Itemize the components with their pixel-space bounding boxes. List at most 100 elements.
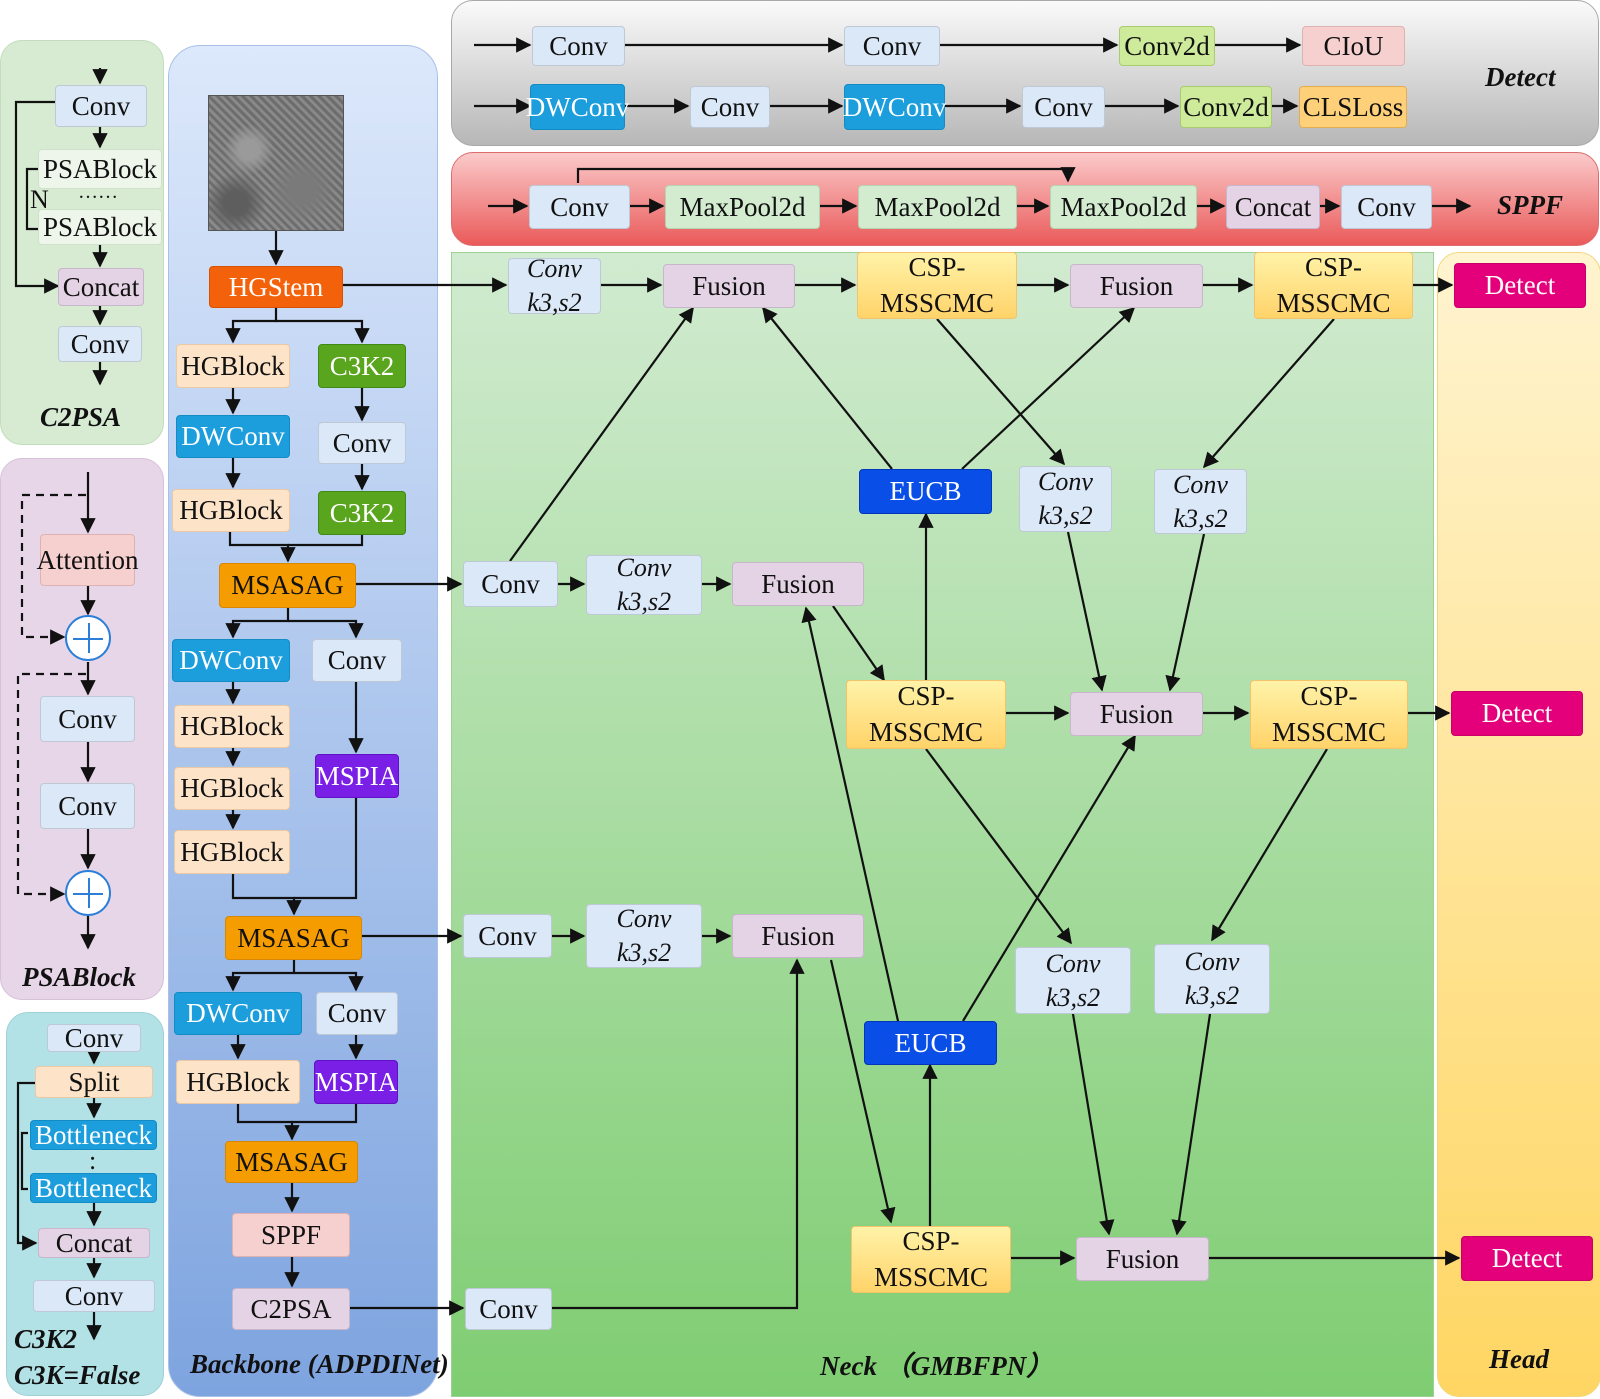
c3k2-concat: Concat [38, 1228, 150, 1258]
neck-fusion-6: Fusion [1076, 1237, 1209, 1281]
backbone-mspia-1: MSPIA [315, 754, 399, 798]
backbone-hgblock-4: HGBlock [174, 767, 290, 810]
detect-row2-conv2d: Conv2d [1180, 86, 1272, 128]
csp-label: CSP- [1300, 681, 1358, 712]
backbone-conv-1: Conv [318, 422, 406, 464]
detect-row2-conv-2: Conv [1022, 86, 1105, 128]
c3k2-conv-top: Conv [47, 1023, 141, 1053]
c2psa-psablock-2: PSABlock [38, 209, 162, 245]
detect-row2-clsloss: CLSLoss [1299, 86, 1407, 128]
head-panel-title: Head [1489, 1344, 1549, 1374]
psablock-conv-2: Conv [40, 783, 135, 829]
c2psa-dots: …… [78, 181, 118, 203]
sppf-conv-2: Conv [1341, 185, 1432, 229]
neck-panel-title: Neck （GMBFPN） [820, 1351, 1054, 1381]
backbone-msasag-2: MSASAG [225, 916, 362, 960]
detect-row2-dwconv-1: DWConv [526, 84, 629, 130]
head-detect-2: Detect [1451, 691, 1583, 736]
sppf-maxpool-2: MaxPool2d [858, 185, 1017, 229]
psablock-panel-title: PSABlock [22, 962, 137, 992]
c3k2-conv-bottom: Conv [33, 1280, 155, 1312]
sppf-maxpool-3: MaxPool2d [1050, 185, 1197, 229]
backbone-msasag-1: MSASAG [219, 563, 356, 608]
csp-label: CSP- [902, 1226, 960, 1257]
sar-image-thumbnail [208, 95, 344, 231]
sppf-concat: Concat [1226, 185, 1320, 229]
k3s2-label: k3,s2 [616, 938, 672, 967]
backbone-panel-title: Backbone (ADPDINet) [190, 1349, 449, 1379]
backbone-c3k2-1: C3K2 [318, 344, 406, 388]
backbone-dwconv-2: DWConv [172, 639, 290, 682]
csp-label: CSP- [1304, 252, 1363, 283]
backbone-mspia-2: MSPIA [314, 1060, 398, 1104]
backbone-conv-2: Conv [312, 639, 402, 682]
detect-row1-conv2d: Conv2d [1119, 26, 1215, 66]
neck-csp-msscmc-1: CSP- MSSCMC [857, 252, 1017, 319]
k3s2-label: k3,s2 [527, 288, 582, 317]
c2psa-n-label: N [30, 185, 49, 214]
c2psa-panel-title: C2PSA [40, 402, 122, 432]
c3k2-split: Split [35, 1066, 153, 1098]
conv-label: Conv [1038, 467, 1093, 497]
neck-conv-k3s2-1: Conv k3,s2 [508, 254, 601, 317]
conv-label: Conv [1173, 469, 1228, 499]
backbone-hgstem: HGStem [209, 266, 343, 308]
msscmc-label: MSSCMC [1276, 287, 1391, 318]
c3k2-bottleneck-1: Bottleneck [30, 1120, 157, 1150]
backbone-sppf: SPPF [232, 1213, 350, 1257]
neck-conv-k3s2-6: Conv k3,s2 [1015, 947, 1131, 1014]
msscmc-label: MSSCMC [868, 716, 984, 747]
backbone-hgblock-5: HGBlock [174, 830, 290, 874]
c2psa-concat: Concat [58, 268, 144, 306]
conv-label: Conv [616, 553, 672, 583]
neck-conv-2: Conv [463, 914, 552, 958]
c2psa-conv-top: Conv [55, 85, 147, 127]
c3k2-panel-title-1: C3K2 [14, 1324, 78, 1354]
c3k2-bottleneck-2: Bottleneck [30, 1173, 157, 1203]
backbone-hgblock-1: HGBlock [176, 344, 290, 388]
neck-csp-msscmc-5: CSP- MSSCMC [851, 1226, 1011, 1293]
neck-fusion-2: Fusion [1070, 264, 1203, 308]
neck-fusion-5: Fusion [732, 914, 864, 958]
neck-conv-k3s2-3: Conv k3,s2 [1154, 469, 1247, 534]
msscmc-label: MSSCMC [873, 1261, 989, 1292]
detect-row1-conv-2: Conv [844, 26, 940, 66]
neck-fusion-4: Fusion [1070, 692, 1203, 736]
psablock-attention: Attention [37, 534, 139, 586]
detect-row2-dwconv-2: DWConv [843, 84, 946, 130]
conv-label: Conv [616, 904, 672, 934]
neck-eucb-2: EUCB [864, 1021, 997, 1065]
c3k2-colon: : [89, 1146, 97, 1175]
neck-conv-k3s2-5: Conv k3,s2 [586, 904, 702, 968]
neck-conv-k3s2-7: Conv k3,s2 [1154, 944, 1270, 1014]
k3s2-label: k3,s2 [1038, 501, 1093, 530]
neck-panel [451, 252, 1434, 1397]
backbone-dwconv-3: DWConv [174, 992, 302, 1035]
backbone-conv-3: Conv [316, 992, 398, 1035]
backbone-msasag-3: MSASAG [225, 1141, 358, 1183]
backbone-hgblock-2: HGBlock [172, 489, 290, 532]
neck-csp-msscmc-4: CSP- MSSCMC [1250, 680, 1408, 749]
msscmc-label: MSSCMC [879, 287, 995, 318]
neck-conv-k3s2-4: Conv k3,s2 [586, 553, 702, 616]
head-detect-1: Detect [1454, 263, 1586, 308]
detect-row2-conv-1: Conv [690, 86, 770, 128]
conv-label: Conv [1045, 948, 1101, 978]
neck-conv-1: Conv [463, 561, 558, 607]
detect-panel-title: Detect [1485, 62, 1556, 92]
detect-row1-conv-1: Conv [532, 26, 625, 66]
sppf-maxpool-1: MaxPool2d [665, 185, 820, 229]
neck-eucb-1: EUCB [859, 469, 992, 514]
k3s2-label: k3,s2 [1173, 503, 1228, 533]
head-detect-3: Detect [1461, 1236, 1593, 1281]
msscmc-label: MSSCMC [1271, 716, 1387, 747]
neck-csp-msscmc-2: CSP- MSSCMC [1254, 252, 1413, 319]
neck-csp-msscmc-3: CSP- MSSCMC [846, 680, 1006, 749]
sppf-conv-1: Conv [529, 185, 630, 229]
c2psa-conv-bottom: Conv [58, 326, 142, 362]
conv-label: Conv [527, 254, 582, 284]
backbone-hgblock-3: HGBlock [174, 705, 290, 748]
backbone-hgblock-6: HGBlock [176, 1060, 300, 1104]
